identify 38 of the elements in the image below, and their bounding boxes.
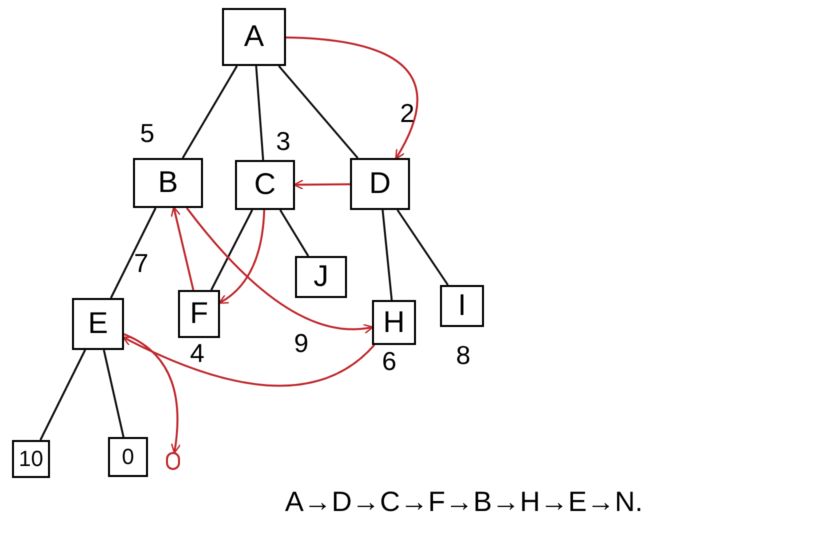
tree-line xyxy=(255,66,264,160)
node-box: J xyxy=(295,256,347,298)
tree-line xyxy=(396,209,449,286)
node-number: 7 xyxy=(134,250,148,276)
search-arrow xyxy=(124,333,181,454)
node-number: 9 xyxy=(294,330,308,356)
node-box: H xyxy=(372,300,416,345)
search-arrow xyxy=(293,179,350,190)
node-number: 5 xyxy=(140,120,154,146)
node-number: 8 xyxy=(456,342,470,368)
node-box: F xyxy=(178,290,220,338)
search-arrow xyxy=(218,210,266,304)
node-box: 0 xyxy=(108,437,148,477)
node-box: B xyxy=(133,158,203,208)
node-number: 6 xyxy=(382,348,396,374)
node-box: 10 xyxy=(12,440,50,478)
search-arrow xyxy=(170,206,194,290)
tree-line xyxy=(40,350,86,440)
search-arrow xyxy=(186,207,374,334)
node-number: 2 xyxy=(400,100,414,126)
tree-line xyxy=(278,65,358,159)
node-box: E xyxy=(72,298,124,350)
node-box: A xyxy=(222,8,286,66)
node-box: D xyxy=(350,158,410,210)
tree-line xyxy=(210,210,254,290)
node-box: I xyxy=(440,285,484,327)
tree-line xyxy=(102,350,124,438)
circle-mark xyxy=(166,452,180,470)
node-box: C xyxy=(235,160,295,210)
tree-line xyxy=(279,209,310,257)
search-arrow xyxy=(286,36,418,160)
search-path-text: A→D→C→F→B→H→E→N. xyxy=(285,488,643,516)
node-number: 4 xyxy=(190,340,204,366)
node-number: 3 xyxy=(276,128,290,154)
tree-line xyxy=(382,210,393,300)
search-arrow xyxy=(122,336,376,387)
tree-line xyxy=(182,66,238,158)
tree-line xyxy=(110,208,156,298)
